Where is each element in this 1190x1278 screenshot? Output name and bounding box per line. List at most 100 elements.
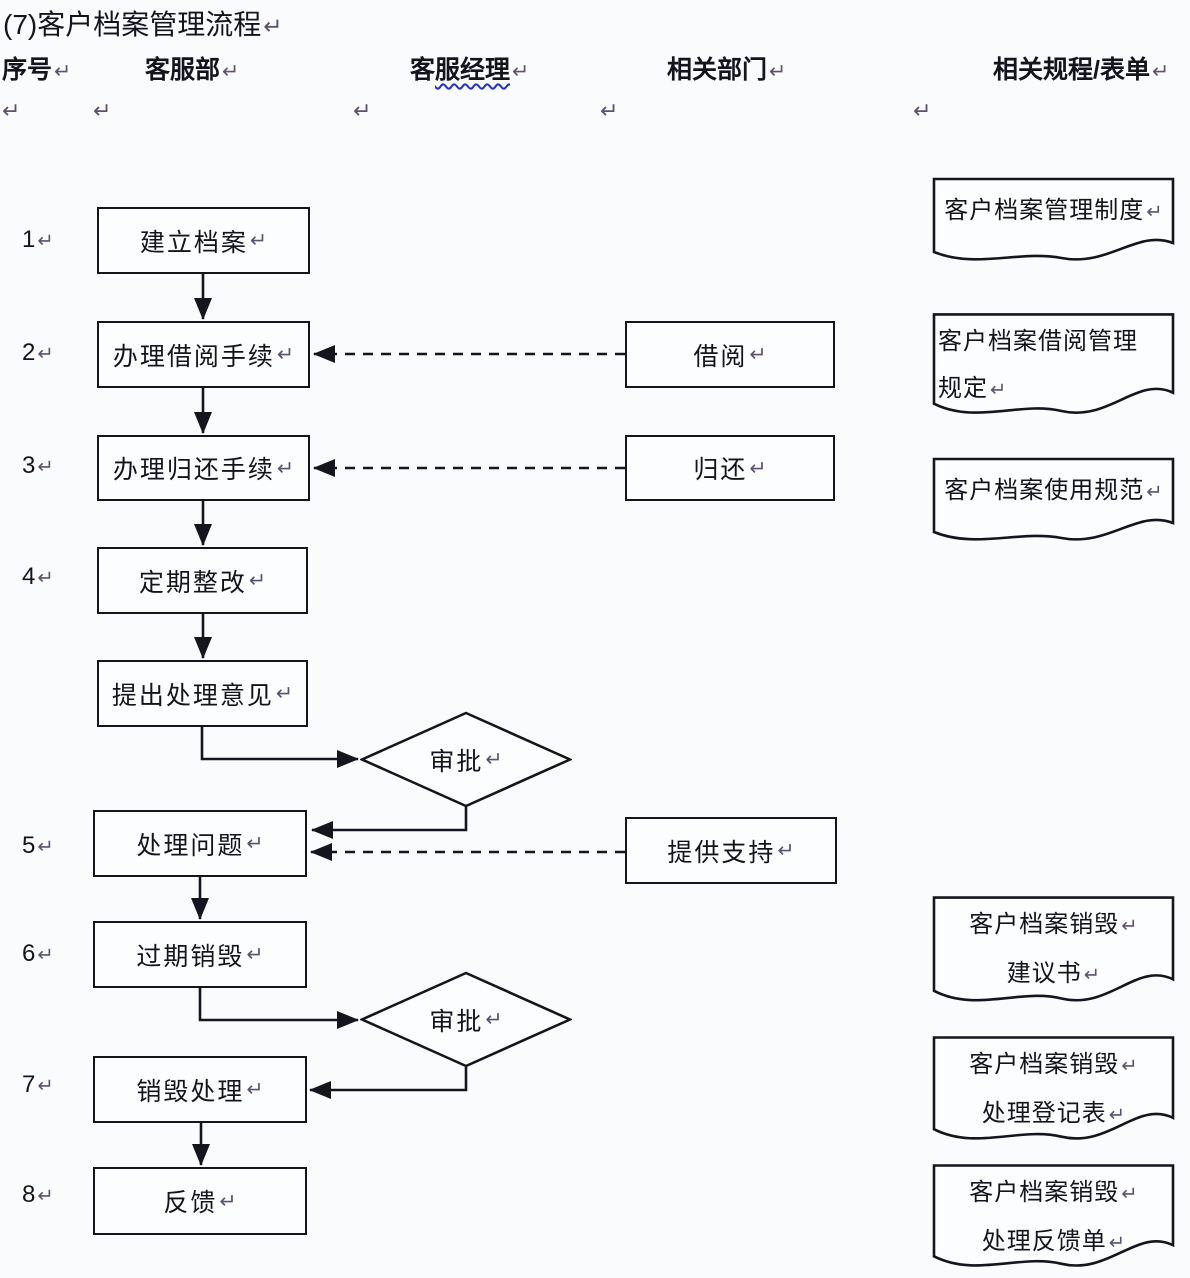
process-box-return-procedure: 办理归还手续↵: [97, 435, 310, 501]
column-header-seq: 序号↵: [2, 50, 71, 86]
dept-box-label: 提供支持: [667, 838, 776, 867]
column-header-forms-text: 相关规程/表单: [993, 56, 1150, 84]
pilcrow-mark: ↵: [769, 60, 787, 83]
pilcrow-mark: ↵: [1146, 481, 1163, 503]
document-destroy-proposal: 客户档案销毁↵ 建议书↵: [932, 895, 1175, 1010]
pilcrow-mark: ↵: [275, 682, 294, 705]
process-box-handle-issue: 处理问题↵: [93, 810, 307, 877]
document-line: 客户档案管理制度: [944, 197, 1145, 224]
process-box-label: 过期销毁: [136, 942, 245, 971]
decision-label-wrap: 审批↵: [360, 711, 572, 808]
pilcrow-mark: ↵: [246, 1078, 264, 1101]
pilcrow-mark: ↵: [1146, 201, 1163, 223]
process-box-label: 提出处理意见: [111, 681, 274, 710]
document-shape: [932, 895, 1175, 1010]
document-shape: [932, 457, 1175, 547]
row-number-text: 5: [22, 832, 36, 859]
dept-box-provide-support: 提供支持↵: [625, 817, 837, 884]
decision-label-wrap: 审批↵: [360, 971, 572, 1068]
document-line: 处理登记表: [981, 1100, 1107, 1127]
row-number-text: 3: [22, 452, 36, 479]
process-box-propose-opinion: 提出处理意见↵: [97, 660, 308, 727]
document-archive-usage-spec: 客户档案使用规范↵: [932, 457, 1175, 547]
pilcrow-mark: ↵: [1121, 1183, 1138, 1205]
pilcrow-mark: ↵: [749, 456, 767, 480]
row-number-8: 8↵: [22, 1181, 54, 1209]
decision-approval-1: 审批↵: [360, 711, 572, 808]
row-number-text: 8: [22, 1181, 36, 1208]
process-box-establish-archive: 建立档案↵: [97, 207, 310, 274]
row-number-text: 1: [22, 226, 36, 253]
process-box-label: 建立档案: [139, 228, 248, 257]
document-text: 客户档案管理制度↵: [932, 177, 1175, 229]
pilcrow-mark: ↵: [913, 98, 932, 123]
pilcrow-mark: ↵: [37, 343, 54, 365]
document-line: 客户档案使用规范: [944, 477, 1145, 504]
document-borrow-mgmt-rules: 客户档案借阅管理 规定↵: [932, 312, 1175, 422]
pilcrow-mark: ↵: [353, 98, 372, 123]
column-header-manager-prefix: 客: [410, 56, 436, 84]
pilcrow-mark: ↵: [222, 60, 240, 83]
document-line: 处理反馈单: [981, 1228, 1107, 1255]
pilcrow-mark: ↵: [1108, 1104, 1126, 1126]
dept-box-borrow: 借阅↵: [625, 321, 835, 388]
document-shape: [932, 1163, 1175, 1275]
decision-label: 审批: [429, 1007, 484, 1036]
column-header-forms: 相关规程/表单↵: [993, 50, 1169, 86]
pilcrow-mark: ↵: [219, 1189, 237, 1213]
dept-box-label: 借阅: [693, 342, 748, 371]
pilcrow-mark: ↵: [1121, 915, 1138, 937]
column-header-seq-text: 序号: [2, 56, 53, 84]
pilcrow-mark: ↵: [749, 343, 767, 366]
row-number-3: 3↵: [22, 452, 54, 480]
process-box-label: 办理借阅手续: [112, 342, 275, 371]
pilcrow-mark: ↵: [37, 836, 54, 858]
document-line: 客户档案借阅管理: [938, 328, 1138, 355]
pilcrow-mark: ↵: [263, 13, 283, 39]
column-header-related-dept-text: 相关部门: [667, 56, 768, 84]
process-box-periodic-rectify: 定期整改↵: [97, 547, 308, 614]
document-line: 客户档案销毁: [969, 911, 1120, 938]
document-line: 建议书: [1006, 960, 1082, 987]
document-text: 客户档案借阅管理 规定↵: [932, 312, 1175, 414]
pilcrow-mark: ↵: [276, 343, 295, 366]
document-line: 规定: [938, 375, 988, 402]
row-number-6: 6↵: [22, 940, 54, 968]
column-header-service-manager: 客服经理↵: [410, 50, 529, 86]
row-number-2: 2↵: [22, 339, 54, 367]
row-number-text: 6: [22, 940, 36, 967]
pilcrow-mark: ↵: [249, 229, 268, 252]
decision-approval-2: 审批↵: [360, 971, 572, 1068]
document-text: 客户档案销毁↵ 处理反馈单↵: [932, 1163, 1175, 1267]
pilcrow-mark: ↵: [37, 456, 54, 478]
pilcrow-mark: ↵: [37, 1075, 54, 1097]
pilcrow-mark: ↵: [485, 1008, 503, 1031]
pilcrow-mark: ↵: [600, 98, 619, 123]
document-line: 客户档案销毁: [969, 1051, 1120, 1078]
process-box-label: 定期整改: [138, 568, 247, 597]
document-destroy-register-form: 客户档案销毁↵ 处理登记表↵: [932, 1035, 1175, 1148]
row-number-5: 5↵: [22, 832, 54, 860]
column-header-service-dept-text: 客服部: [145, 56, 221, 84]
diamond-shape: [360, 711, 572, 808]
pilcrow-mark: ↵: [54, 60, 72, 83]
pilcrow-mark: ↵: [1108, 1232, 1126, 1254]
document-text: 客户档案销毁↵ 处理登记表↵: [932, 1035, 1175, 1139]
dept-box-label: 归还: [693, 456, 748, 484]
pilcrow-mark: ↵: [93, 98, 112, 123]
pilcrow-mark: ↵: [777, 839, 795, 862]
page-title: (7)客户档案管理流程↵: [3, 3, 282, 43]
pilcrow-mark: ↵: [512, 60, 530, 83]
column-header-related-dept: 相关部门↵: [667, 50, 786, 86]
pilcrow-mark: ↵: [2, 98, 21, 123]
process-box-expired-destroy: 过期销毁↵: [93, 921, 307, 988]
document-text: 客户档案使用规范↵: [932, 457, 1175, 509]
document-destroy-feedback-form: 客户档案销毁↵ 处理反馈单↵: [932, 1163, 1175, 1275]
pilcrow-mark: ↵: [1121, 1055, 1138, 1077]
process-box-label: 反馈: [163, 1189, 218, 1217]
process-box-label: 处理问题: [136, 831, 245, 860]
pilcrow-mark: ↵: [248, 569, 267, 592]
row-number-text: 2: [22, 339, 36, 366]
pilcrow-mark: ↵: [485, 748, 503, 771]
